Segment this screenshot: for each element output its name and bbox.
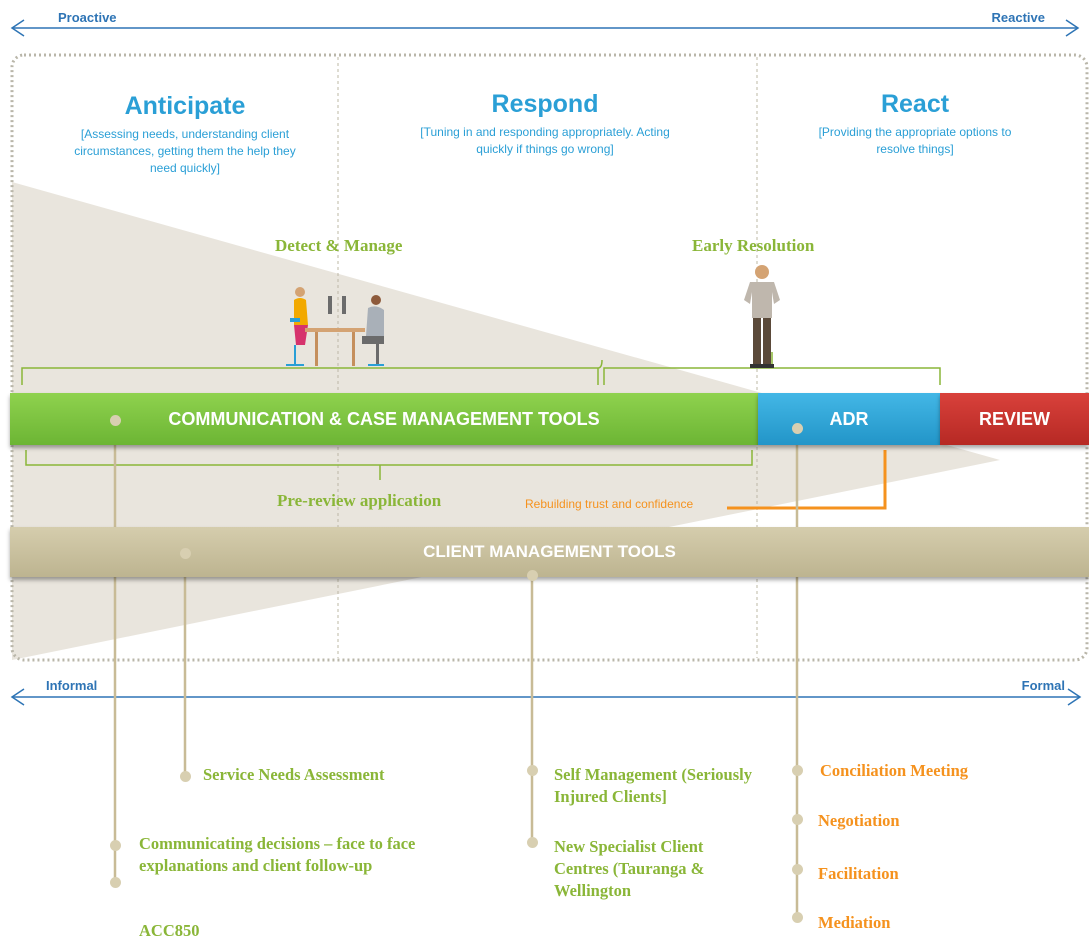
detect-manage-label: Detect & Manage <box>275 236 403 255</box>
bullet-dot <box>110 877 121 888</box>
bullet-dot <box>792 864 803 875</box>
item-service-needs: Service Needs Assessment <box>203 765 385 784</box>
item-facilitation: Facilitation <box>818 864 899 883</box>
brace-detect <box>21 359 603 385</box>
informal-label: Informal <box>46 678 98 693</box>
item-new-specialist-centres: New Specialist Client Centres (Tauranga … <box>554 837 705 900</box>
formal-label: Formal <box>1021 678 1065 693</box>
early-resolution-label: Early Resolution <box>692 236 815 255</box>
column-desc-respond: [Tuning in and responding appropriately.… <box>420 125 670 156</box>
column-desc-anticipate: [Assessing needs, understanding client c… <box>74 127 296 175</box>
bullet-dot <box>110 840 121 851</box>
bullet-dot <box>180 771 191 782</box>
column-title-react: React <box>880 90 950 118</box>
item-communicating-decisions: Communicating decisions – face to face e… <box>139 834 416 875</box>
item-conciliation-meeting: Conciliation Meeting <box>820 761 969 780</box>
item-negotiation: Negotiation <box>818 811 900 830</box>
leader-dot <box>792 423 803 434</box>
bullet-dot <box>792 765 803 776</box>
client-management-tools-label: CLIENT MANAGEMENT TOOLS <box>423 542 676 561</box>
column-desc-react: [Providing the appropriate options to re… <box>818 125 1012 156</box>
item-acc850: ACC850 <box>139 921 200 940</box>
arrow-left-icon <box>10 19 25 37</box>
adr-label: ADR <box>829 408 869 429</box>
arrow-right-icon <box>1065 19 1080 37</box>
adr-bar: ADR <box>758 393 940 445</box>
review-bar: REVIEW <box>940 393 1089 445</box>
client-management-tools-bar: CLIENT MANAGEMENT TOOLS <box>10 527 1089 577</box>
bullet-dot <box>792 814 803 825</box>
leader-dot <box>110 415 121 426</box>
office-workers-icon <box>286 287 384 366</box>
bullet-dot <box>527 837 538 848</box>
bullet-dot <box>792 912 803 923</box>
rebuilding-connector <box>727 450 887 510</box>
arrow-right-icon <box>1067 688 1082 706</box>
arrow-left-icon <box>10 688 25 706</box>
leader-dot <box>527 570 538 581</box>
column-title-respond: Respond <box>491 90 599 118</box>
communication-tools-bar: COMMUNICATION & CASE MANAGEMENT TOOLS <box>10 393 758 445</box>
review-label: REVIEW <box>978 408 1050 429</box>
proactive-label: Proactive <box>58 10 117 25</box>
bullet-dot <box>527 765 538 776</box>
pre-review-label: Pre-review application <box>277 491 442 510</box>
brace-pre-review <box>25 450 753 480</box>
communication-tools-label: COMMUNICATION & CASE MANAGEMENT TOOLS <box>168 408 600 429</box>
item-self-management: Self Management (Seriously Injured Clien… <box>554 765 752 806</box>
standing-person-icon <box>744 265 780 368</box>
column-title-anticipate: Anticipate <box>124 92 246 120</box>
item-mediation: Mediation <box>818 913 891 932</box>
reactive-label: Reactive <box>991 10 1045 25</box>
rebuilding-trust-label: Rebuilding trust and confidence <box>525 497 694 511</box>
dotted-frame <box>10 53 1089 662</box>
leader-dot <box>180 548 191 559</box>
